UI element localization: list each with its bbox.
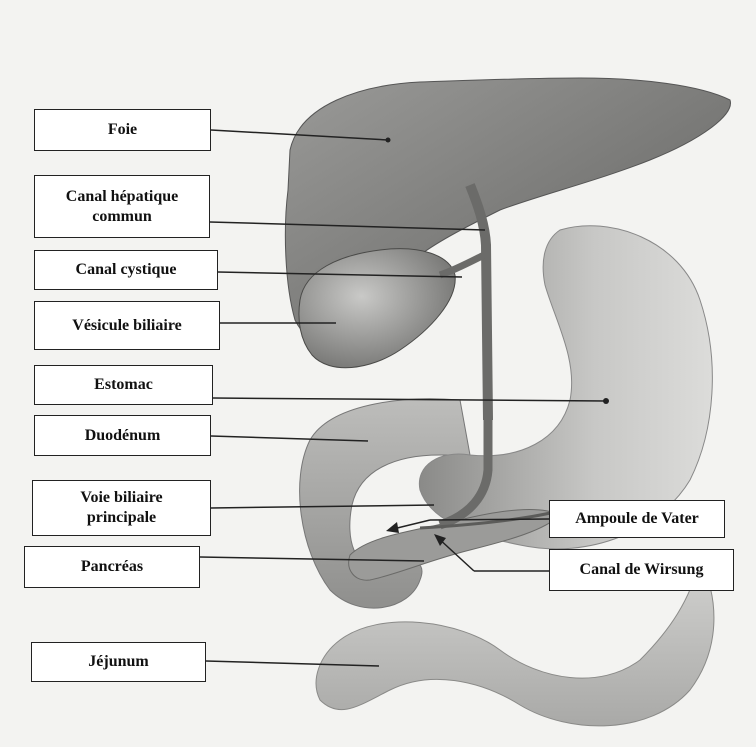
label-canal-hepatique-line2: commun [66, 207, 178, 227]
label-estomac-text: Estomac [94, 375, 153, 395]
label-voie-biliaire-line1: Voie biliaire [80, 488, 162, 508]
label-foie: Foie [34, 109, 211, 151]
label-canal-hepatique-line1: Canal hépatique [66, 187, 178, 207]
dot-estomac [603, 398, 609, 404]
label-ampoule-de-vater-text: Ampoule de Vater [575, 509, 699, 529]
leader-ampoule [430, 519, 549, 520]
label-jejunum: Jéjunum [31, 642, 206, 682]
label-vesicule-biliaire-text: Vésicule biliaire [72, 316, 181, 336]
label-jejunum-text: Jéjunum [88, 652, 148, 672]
label-canal-cystique: Canal cystique [34, 250, 218, 290]
label-voie-biliaire-principale: Voie biliaire principale [32, 480, 211, 536]
label-pancreas: Pancréas [24, 546, 200, 588]
label-canal-cystique-text: Canal cystique [76, 260, 177, 280]
dot-foie [386, 138, 391, 143]
label-voie-biliaire-line2: principale [80, 508, 162, 528]
ampoule-arrowhead [386, 522, 399, 533]
label-duodenum-text: Duodénum [85, 426, 161, 446]
label-duodenum: Duodénum [34, 415, 211, 456]
label-canal-de-wirsung-text: Canal de Wirsung [580, 560, 704, 580]
label-ampoule-de-vater: Ampoule de Vater [549, 500, 725, 538]
label-estomac: Estomac [34, 365, 213, 405]
label-foie-text: Foie [108, 120, 137, 140]
label-canal-de-wirsung: Canal de Wirsung [549, 549, 734, 591]
label-vesicule-biliaire: Vésicule biliaire [34, 301, 220, 350]
label-canal-hepatique-commun: Canal hépatique commun [34, 175, 210, 238]
label-pancreas-text: Pancréas [81, 557, 143, 577]
